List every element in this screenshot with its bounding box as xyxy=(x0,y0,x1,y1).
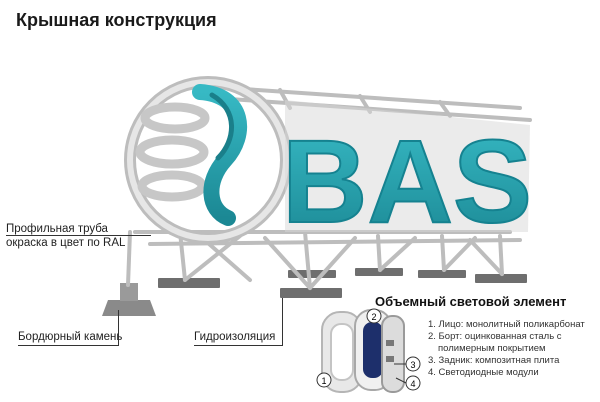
curb-stone xyxy=(102,283,156,316)
leader-pipe xyxy=(6,235,151,236)
callout-pipe-line1: Профильная труба xyxy=(6,223,108,235)
callout-pipe-line2: окраска в цвет по RAL xyxy=(6,237,126,249)
leader-curb xyxy=(18,345,118,346)
callout-curb: Бордюрный камень xyxy=(18,331,123,343)
leader-waterproof-v xyxy=(282,298,283,346)
marker-4: 4 xyxy=(410,379,415,389)
marker-1: 1 xyxy=(321,376,326,386)
marker-3: 3 xyxy=(410,360,415,370)
leader-waterproof xyxy=(194,345,282,346)
callout-waterproof: Гидроизоляция xyxy=(194,331,276,343)
callout-pipe: Профильная труба окраска в цвет по RAL xyxy=(6,222,125,250)
page-title: Крышная конструкция xyxy=(16,10,217,30)
logo-swirl xyxy=(135,84,248,226)
detail-legend: 1. Лицо: монолитный поликарбонат 2. Борт… xyxy=(428,319,585,379)
legend-item-2: 2. Борт: оцинкованная сталь с xyxy=(428,331,562,342)
marker-2: 2 xyxy=(371,312,376,322)
legend-item-3: 3. Задник: композитная плита xyxy=(428,355,560,366)
leader-curb-v xyxy=(118,310,119,346)
legend-item-2-cont: полимерным покрытием xyxy=(438,343,546,354)
detail-markers: 1 2 3 4 xyxy=(316,308,421,391)
legend-item-1: 1. Лицо: монолитный поликарбонат xyxy=(428,319,585,330)
logo-letters: BAS xyxy=(282,116,532,248)
legend-item-4: 4. Светодиодные модули xyxy=(428,367,539,378)
letter-backplate xyxy=(285,100,530,232)
detail-title: Объемный световой элемент xyxy=(375,294,567,309)
base-pads xyxy=(158,268,527,298)
volumetric-element-detail xyxy=(321,309,405,393)
